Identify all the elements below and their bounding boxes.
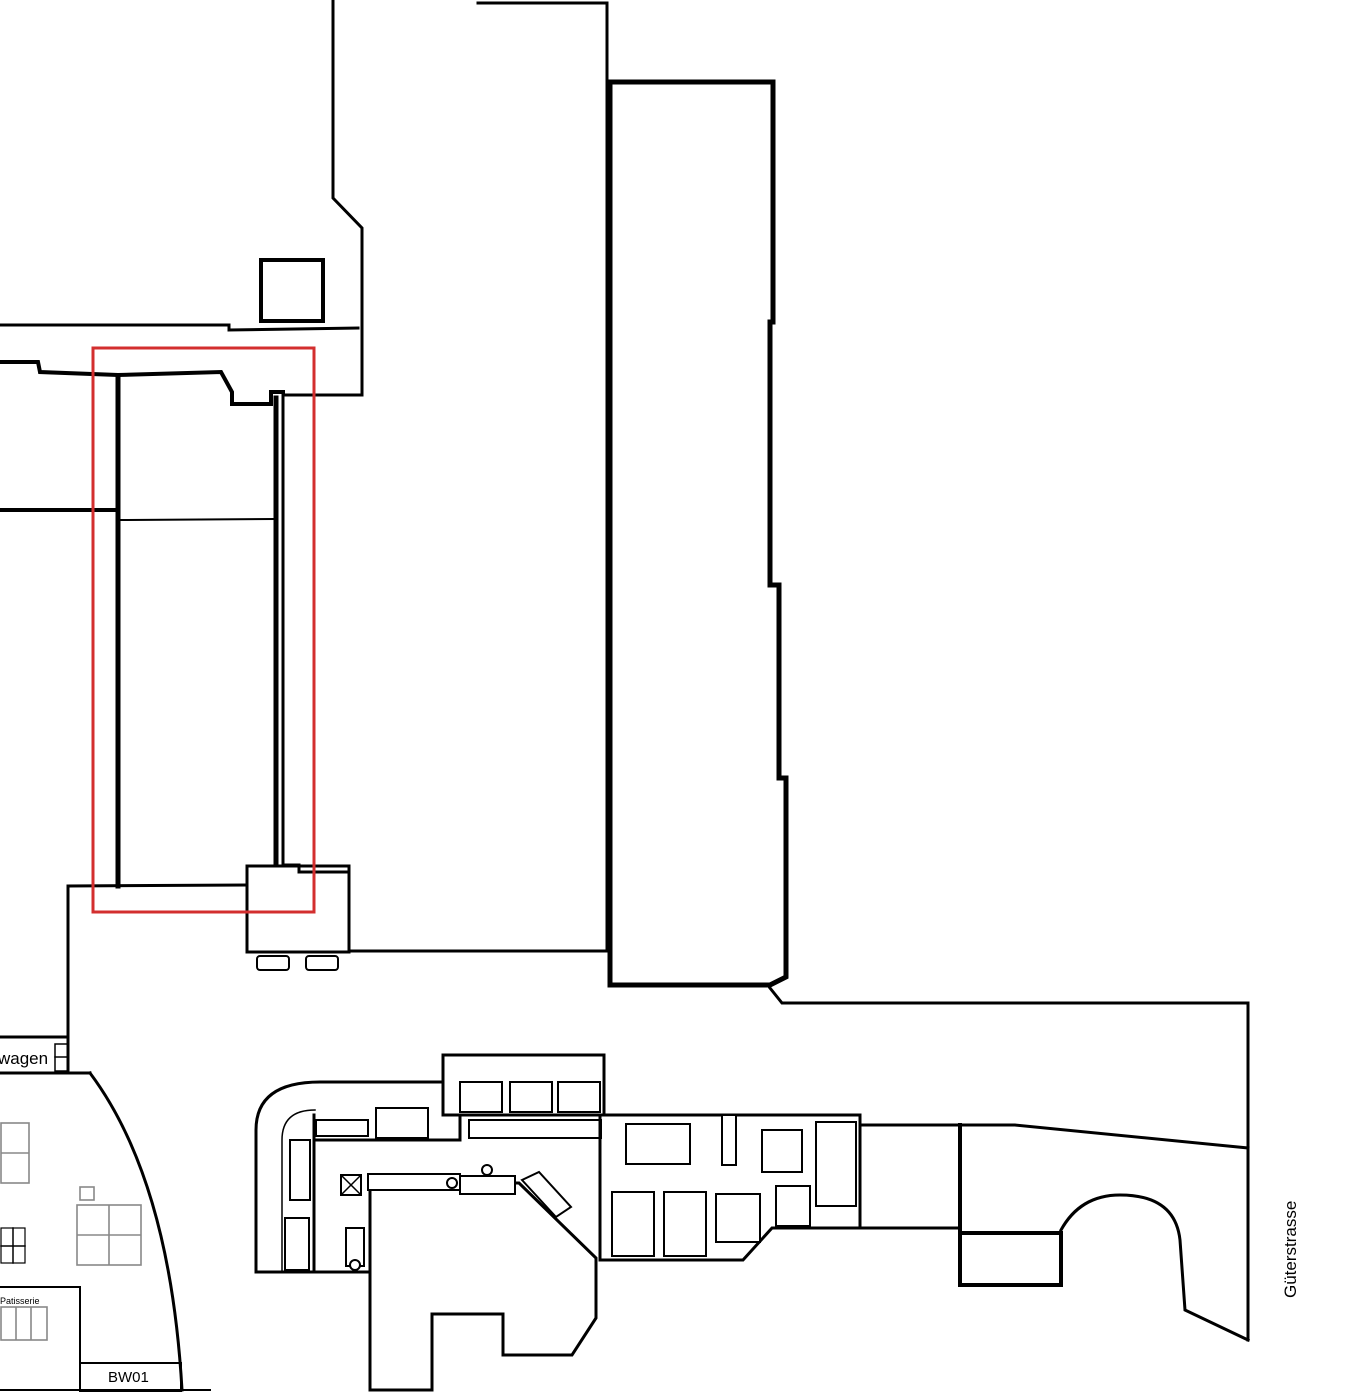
shop-label-patisserie: Patisserie <box>0 1296 40 1306</box>
building-outline-upper <box>281 0 609 953</box>
unit-code-label: BW01 <box>108 1369 149 1386</box>
highlight-selection <box>91 346 316 914</box>
small-kiosk-building <box>259 258 325 323</box>
display-small-box <box>79 1186 95 1201</box>
restaurant-rounded-wall <box>254 1080 445 1274</box>
annex-building <box>958 1123 1063 1287</box>
wing-divider <box>118 517 276 522</box>
entrance-step-right <box>305 955 339 971</box>
dining-tables-upper <box>459 1081 601 1113</box>
corridor-upper-wall <box>0 323 360 332</box>
path-to-street <box>767 985 1250 1342</box>
patisserie-shop <box>0 1286 81 1364</box>
restaurant-upper-room <box>441 1053 606 1117</box>
wing-bottom-wall <box>66 883 249 1050</box>
corridor-lower-wall <box>0 360 285 406</box>
dining-tables-seating <box>611 1114 857 1257</box>
left-building-curve <box>87 1070 184 1392</box>
right-low-building <box>858 1123 1250 1150</box>
bar-counter <box>520 1170 573 1219</box>
tall-building-outline <box>607 79 789 988</box>
kitchen-equipment-row <box>315 1119 369 1137</box>
room-label-wagen: wagen <box>0 1049 48 1068</box>
seating-room-outline <box>598 1113 862 1262</box>
entrance-block <box>245 864 351 954</box>
entrance-step-left <box>256 955 290 971</box>
restaurant-main-outline <box>368 1181 598 1392</box>
street-label: Güterstrasse <box>1281 1201 1300 1298</box>
curved-bay <box>1058 1193 1250 1342</box>
